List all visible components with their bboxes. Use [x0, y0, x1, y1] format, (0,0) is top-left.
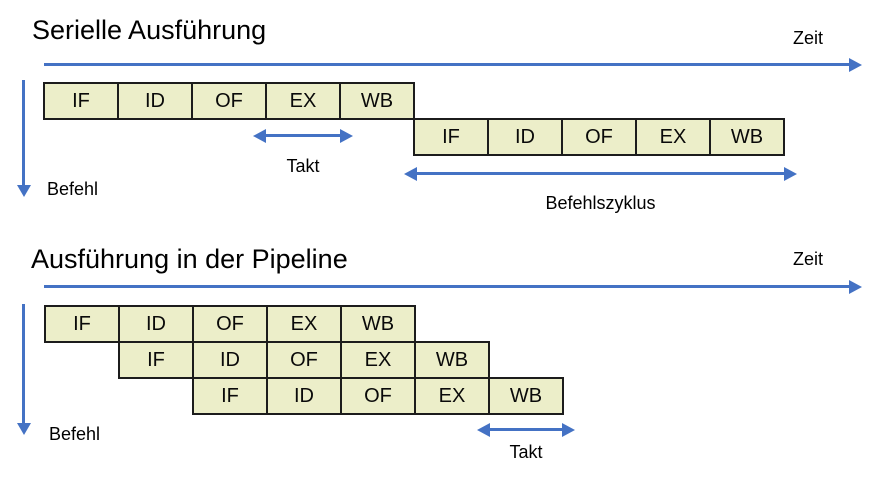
- stage-cell-id: ID: [192, 341, 268, 379]
- serial-clock-label: Takt: [286, 156, 320, 176]
- serial-time-axis-arrow-icon: [44, 57, 862, 72]
- pipeline-clock-label: Takt: [509, 442, 543, 462]
- serial-instruction-label: Befehl: [47, 179, 99, 199]
- stage-cell-id: ID: [487, 118, 563, 156]
- stage-cell-id: ID: [118, 305, 194, 343]
- stage-cell-of: OF: [266, 341, 342, 379]
- serial-section-title: Serielle Ausführung: [32, 15, 267, 45]
- stage-cell-wb: WB: [414, 341, 490, 379]
- stage-cell-ex: EX: [265, 82, 341, 120]
- stage-cell-ex: EX: [414, 377, 490, 415]
- stage-cell-if: IF: [413, 118, 489, 156]
- serial-instruction-2-row: IF ID OF EX WB: [413, 118, 785, 156]
- stage-cell-of: OF: [340, 377, 416, 415]
- stage-cell-wb: WB: [340, 305, 416, 343]
- stage-cell-ex: EX: [340, 341, 416, 379]
- serial-instruction-axis-arrow-icon: [16, 80, 31, 197]
- pipeline-section-title: Ausführung in der Pipeline: [31, 244, 348, 274]
- stage-cell-of: OF: [561, 118, 637, 156]
- stage-cell-wb: WB: [339, 82, 415, 120]
- pipeline-instruction-axis-arrow-icon: [16, 304, 31, 435]
- stage-cell-if: IF: [44, 305, 120, 343]
- serial-cycle-span-arrow-icon: [404, 166, 797, 181]
- pipeline-instruction-3-row: IF ID OF EX WB: [192, 377, 564, 415]
- pipeline-time-axis-arrow-icon: [44, 279, 862, 294]
- stage-cell-if: IF: [118, 341, 194, 379]
- stage-cell-id: ID: [117, 82, 193, 120]
- pipeline-instruction-label: Befehl: [49, 424, 101, 444]
- serial-time-label: Zeit: [793, 28, 824, 48]
- stage-cell-if: IF: [43, 82, 119, 120]
- stage-cell-if: IF: [192, 377, 268, 415]
- pipeline-clock-span-arrow-icon: [477, 422, 575, 437]
- serial-instruction-1-row: IF ID OF EX WB: [43, 82, 415, 120]
- stage-cell-id: ID: [266, 377, 342, 415]
- stage-cell-ex: EX: [266, 305, 342, 343]
- stage-cell-of: OF: [192, 305, 268, 343]
- stage-cell-of: OF: [191, 82, 267, 120]
- serial-clock-span-arrow-icon: [253, 128, 353, 143]
- stage-cell-ex: EX: [635, 118, 711, 156]
- pipeline-time-label: Zeit: [793, 249, 824, 269]
- pipeline-instruction-2-row: IF ID OF EX WB: [118, 341, 490, 379]
- stage-cell-wb: WB: [709, 118, 785, 156]
- serial-cycle-label: Befehlszyklus: [545, 193, 656, 213]
- stage-cell-wb: WB: [488, 377, 564, 415]
- pipeline-instruction-1-row: IF ID OF EX WB: [44, 305, 416, 343]
